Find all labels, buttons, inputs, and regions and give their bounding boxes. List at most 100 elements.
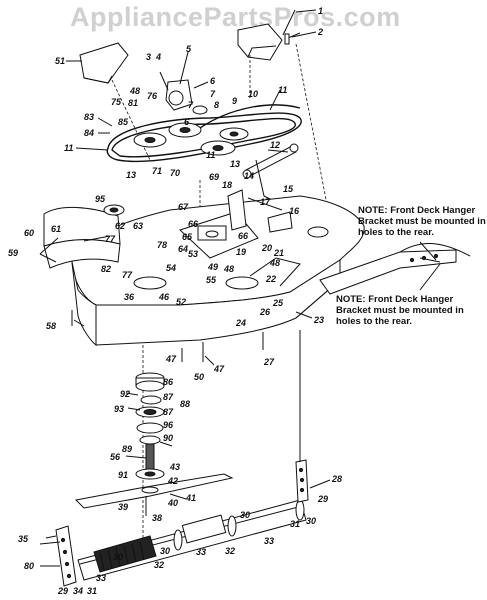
callout-61: 61 — [51, 224, 61, 234]
pulley-center — [168, 122, 202, 138]
callout-38: 38 — [152, 513, 162, 523]
callout-21: 21 — [273, 248, 284, 258]
callout-6: 6 — [210, 76, 216, 86]
callout-93: 93 — [114, 404, 124, 414]
callout-40: 40 — [167, 498, 178, 508]
callout-71: 71 — [152, 166, 162, 176]
callout-17: 17 — [260, 197, 271, 207]
callout-3: 3 — [146, 52, 151, 62]
callout-70: 70 — [170, 168, 180, 178]
callout-69: 69 — [209, 172, 219, 182]
callout-2: 2 — [317, 27, 323, 37]
callout-54: 54 — [166, 263, 176, 273]
callout-25: 25 — [272, 298, 284, 308]
callout-60: 60 — [24, 228, 34, 238]
callout-84: 84 — [84, 128, 94, 138]
callout-56: 56 — [110, 452, 121, 462]
callout-13: 13 — [126, 170, 136, 180]
callout-85: 85 — [118, 117, 129, 127]
callout-62: 62 — [115, 221, 125, 231]
callout-1: 1 — [318, 6, 323, 16]
callout-51: 51 — [55, 56, 65, 66]
callout-33b: 33 — [264, 536, 274, 546]
callout-leaders — [39, 9, 317, 567]
callout-47: 47 — [165, 354, 177, 364]
callout-96: 96 — [163, 420, 174, 430]
callout-64: 64 — [178, 244, 188, 254]
callout-48c: 48 — [269, 258, 280, 268]
callout-59: 59 — [8, 248, 18, 258]
callout-20: 20 — [261, 243, 272, 253]
callout-24: 24 — [235, 318, 246, 328]
callout-11: 11 — [278, 85, 287, 95]
callout-48b: 48 — [223, 264, 234, 274]
callout-42: 42 — [167, 476, 178, 486]
callout-52: 52 — [176, 297, 186, 307]
callout-77b: 77 — [122, 270, 133, 280]
callout-5: 5 — [186, 44, 192, 54]
callout-87: 87 — [163, 392, 174, 402]
callout-91: 91 — [118, 470, 128, 480]
anti-scalp-roller — [77, 499, 307, 581]
callout-29b: 29 — [57, 586, 68, 596]
callout-15: 15 — [283, 184, 294, 194]
pulley-upper-right — [219, 127, 249, 141]
callout-6b: 6 — [184, 117, 190, 127]
callout-48: 48 — [129, 86, 140, 96]
callout-4: 4 — [155, 52, 161, 62]
callout-77: 77 — [105, 234, 116, 244]
callout-33c: 33 — [96, 573, 106, 583]
pulley-right — [200, 140, 236, 156]
callout-30: 30 — [306, 516, 316, 526]
callout-26: 26 — [259, 307, 271, 317]
callout-34: 34 — [73, 586, 83, 596]
callout-12: 12 — [270, 140, 280, 150]
callout-labels: 1 2 51 3 4 5 6 7 48 76 81 75 7 6 8 9 10 … — [8, 6, 342, 596]
callout-32: 32 — [154, 560, 164, 570]
callout-43: 43 — [169, 462, 180, 472]
pulley-left — [133, 132, 167, 148]
belt-shield-left — [79, 42, 129, 84]
callout-30b: 30 — [240, 510, 250, 520]
callout-49: 49 — [207, 262, 218, 272]
callout-50: 50 — [194, 372, 204, 382]
callout-31b: 31 — [87, 586, 97, 596]
callout-36: 36 — [124, 292, 135, 302]
callout-86: 86 — [163, 377, 174, 387]
callout-80: 80 — [24, 561, 34, 571]
callout-11b: 11 — [64, 143, 73, 153]
callout-9: 9 — [232, 96, 237, 106]
callout-89: 89 — [122, 444, 132, 454]
callout-28: 28 — [331, 474, 342, 484]
spindle-stack — [135, 372, 165, 480]
callout-75: 75 — [111, 97, 122, 107]
callout-66: 66 — [188, 219, 199, 229]
note-front-deck-hanger-bottom: NOTE: Front Deck Hanger Bracket must be … — [336, 294, 464, 327]
callout-46: 46 — [158, 292, 170, 302]
callout-18: 18 — [222, 180, 232, 190]
callout-41: 41 — [185, 493, 196, 503]
roller-bracket-left — [55, 525, 77, 587]
callout-67: 67 — [178, 202, 189, 212]
watermark-text: AppliancePartsPros.com — [70, 2, 401, 32]
callout-10: 10 — [248, 89, 258, 99]
callout-16: 16 — [289, 206, 300, 216]
callout-23: 23 — [313, 315, 324, 325]
callout-35: 35 — [18, 534, 29, 544]
callout-22: 22 — [265, 274, 276, 284]
callout-29: 29 — [317, 494, 328, 504]
callout-81: 81 — [128, 98, 138, 108]
callout-82: 82 — [101, 264, 111, 274]
callout-11c: 11 — [206, 150, 215, 160]
callout-14: 14 — [244, 171, 254, 181]
callout-27: 27 — [263, 357, 275, 367]
callout-8: 8 — [214, 100, 219, 110]
callout-7b: 7 — [188, 100, 194, 110]
callout-58: 58 — [46, 321, 56, 331]
callout-53: 53 — [188, 249, 198, 259]
callout-32b: 32 — [225, 546, 235, 556]
callout-13b: 13 — [230, 159, 240, 169]
callout-47b: 47 — [213, 364, 225, 374]
